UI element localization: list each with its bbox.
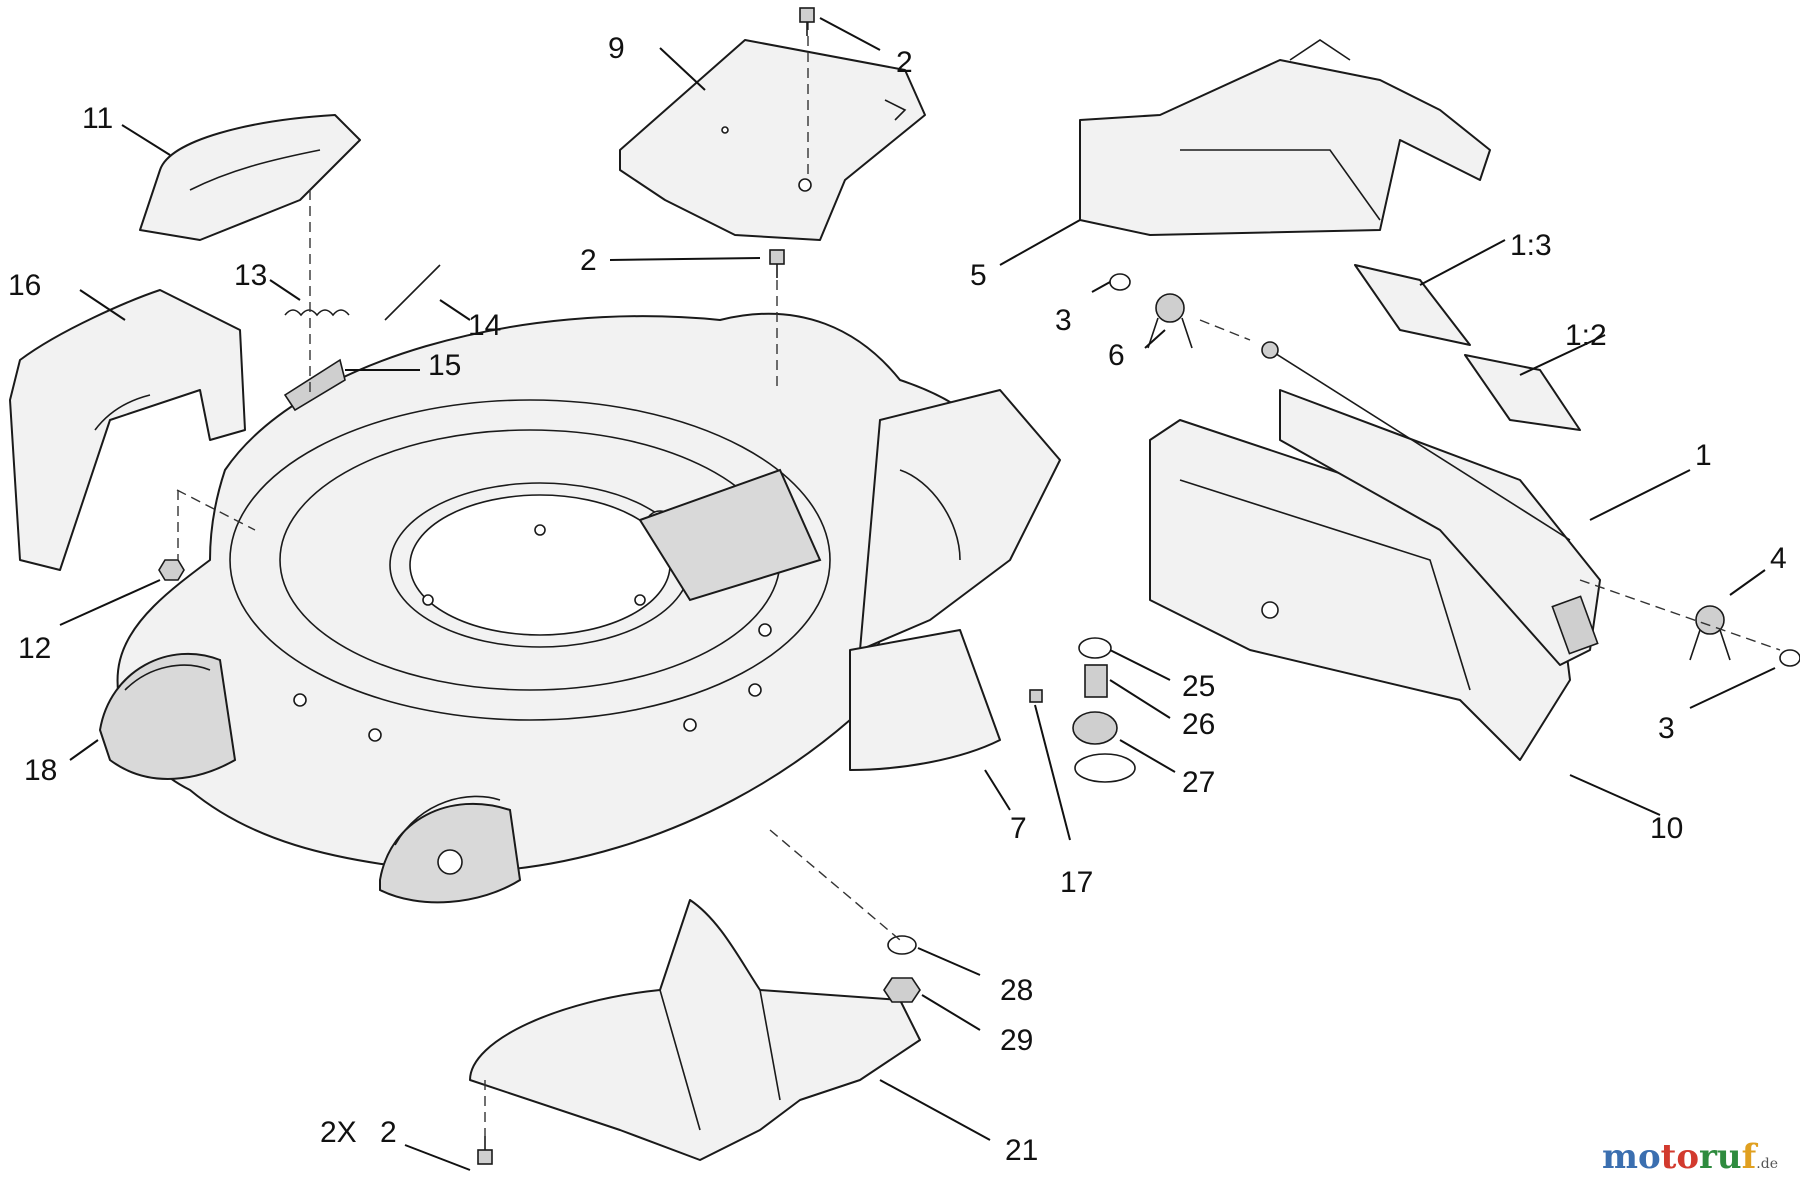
watermark-tld: .de [1756,1156,1778,1172]
callout-16: 16 [8,269,41,302]
assembly-lines [176,190,1781,1136]
callout-2x: 2X [320,1116,357,1149]
part-5-rear-frame [1079,39,1491,236]
callout-29: 29 [1000,1024,1033,1057]
callout-9: 9 [608,32,625,65]
callout-13: 13 [234,259,267,292]
callout-2-bottom: 2 [380,1116,397,1149]
part-1-rear-door [1261,341,1601,666]
callout-18: 18 [24,754,57,787]
callout-1-3: 1:3 [1510,229,1552,262]
leader-lines [59,17,1776,1171]
motoruf-watermark: motoruf.de [1602,1137,1778,1177]
callout-25: 25 [1182,670,1215,703]
callout-3-right: 3 [1658,712,1675,745]
watermark-part-2: to [1660,1137,1700,1177]
callout-2-top: 2 [896,46,913,79]
callout-3-left: 3 [1055,304,1072,337]
watermark-part-3: ru [1699,1137,1742,1177]
callout-10: 10 [1650,812,1683,845]
watermark-part-4: f [1741,1137,1757,1177]
callout-21: 21 [1005,1134,1038,1167]
part-9-cover-plate [619,20,926,241]
callout-14: 14 [468,309,501,342]
callout-28: 28 [1000,974,1033,1007]
hardware [158,7,1800,1165]
callout-7: 7 [1010,812,1027,845]
callout-12: 12 [18,632,51,665]
callout-4: 4 [1770,542,1787,575]
callout-labels: 9 2 2 11 16 13 14 15 12 18 5 3 6 1:3 1:2… [8,32,1787,1167]
callout-26: 26 [1182,708,1215,741]
part-11-bracket [139,114,361,241]
watermark-part-1: mo [1601,1137,1661,1177]
callout-5: 5 [970,259,987,292]
mower-deck [98,312,1061,904]
callout-15: 15 [428,349,461,382]
callout-27: 27 [1182,766,1215,799]
callout-2-mid: 2 [580,244,597,277]
callout-1: 1 [1695,439,1712,472]
callout-11: 11 [82,102,113,135]
callout-6: 6 [1108,339,1125,372]
callout-1-2: 1:2 [1565,319,1607,352]
part-21-mulch-plug [469,899,921,1161]
callout-17: 17 [1060,866,1093,899]
part-16-side-shroud [9,289,246,571]
